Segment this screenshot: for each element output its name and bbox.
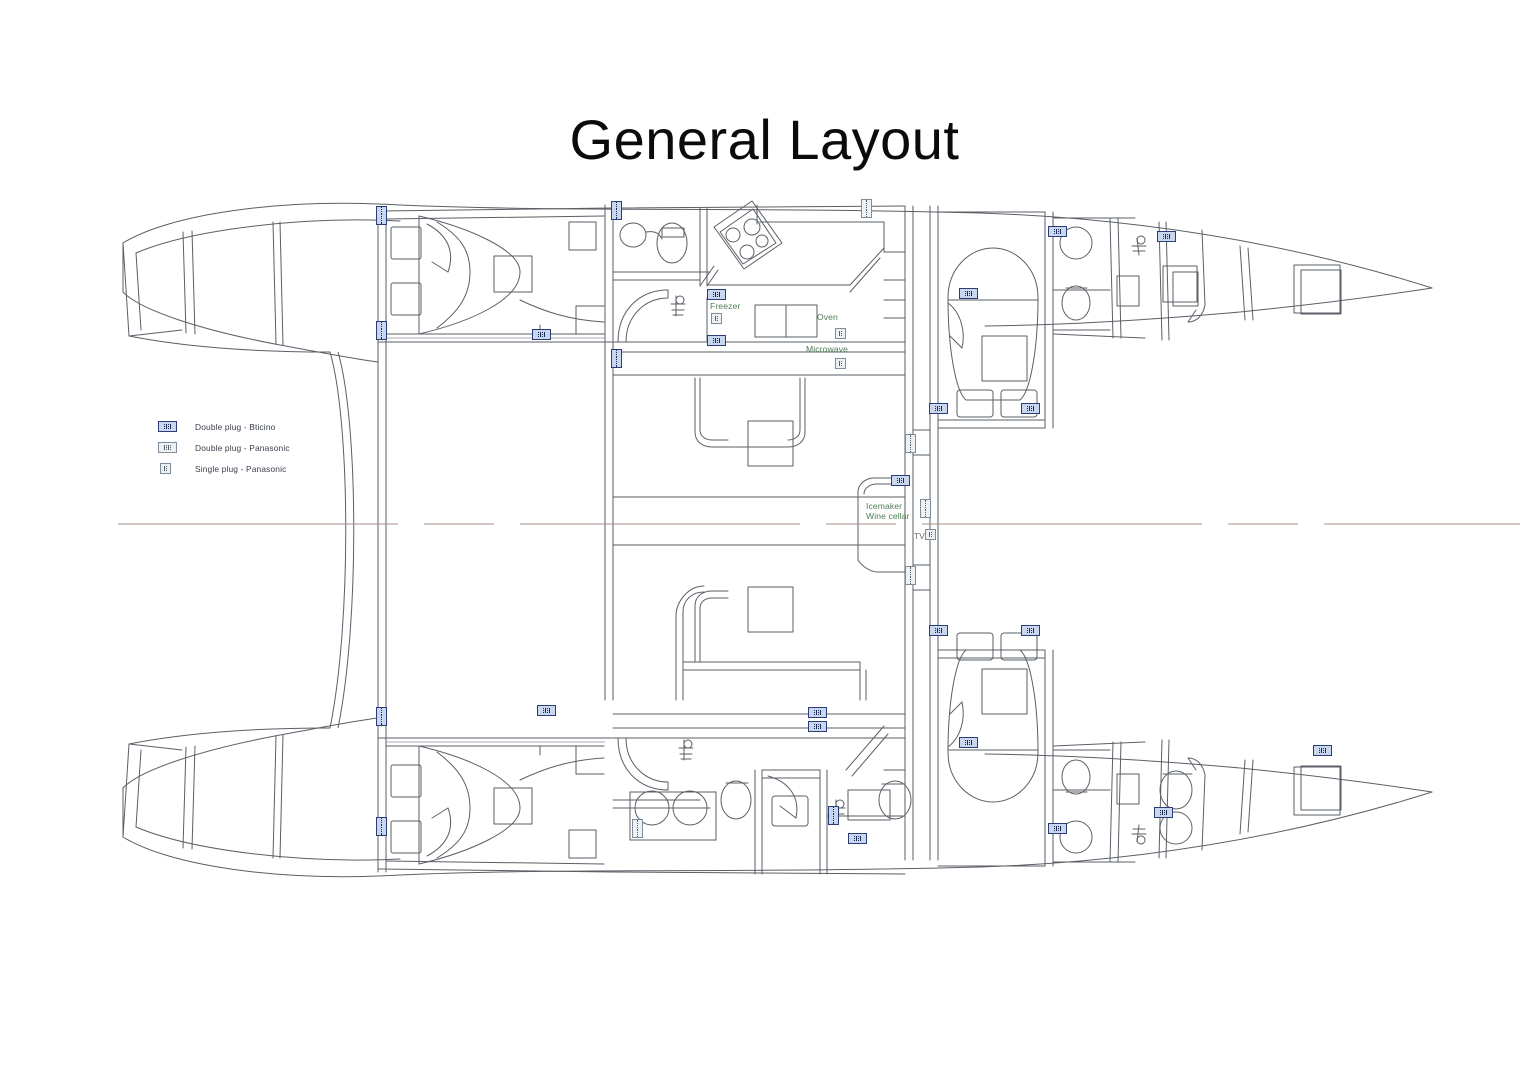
double-plug-bticino-icon <box>158 421 177 432</box>
plug-low-port-b <box>375 706 387 726</box>
microwave-label: Microwave <box>806 344 848 354</box>
plug-low-port-a <box>536 704 556 716</box>
plug-corridor-v2 <box>904 565 916 585</box>
plug-fwd-port-c <box>531 328 551 340</box>
icemaker-label: Icemaker <box>866 501 903 511</box>
single-plug-panasonic-icon <box>158 463 177 474</box>
plug-freezer-bot <box>706 334 726 346</box>
plug-tv-single <box>924 528 936 540</box>
legend-label-double-panasonic: Double plug - Panasonic <box>195 442 290 453</box>
plug-low-head-a <box>631 818 643 838</box>
bridgedeck-curves <box>329 351 387 729</box>
plug-icemaker-side <box>919 498 931 518</box>
plug-low-stbd-a <box>1047 822 1067 834</box>
legend-item-double-bticino: Double plug - Bticino <box>158 418 388 435</box>
plug-oven-single <box>834 327 846 339</box>
plug-saloon-top <box>860 198 872 218</box>
plug-low-saloon-a <box>807 706 827 718</box>
legend: Double plug - Bticino Double plug - Pana… <box>158 418 388 481</box>
legend-label-single-panasonic: Single plug - Panasonic <box>195 463 287 474</box>
plug-fwd-port-a <box>375 205 387 225</box>
plug-master2-r <box>1020 624 1040 636</box>
double-plug-panasonic-icon <box>158 442 177 453</box>
plug-master-hd <box>958 287 978 299</box>
plug-galley-b <box>610 348 622 368</box>
plug-fwd-port-b <box>375 320 387 340</box>
plug-low-saloon-b <box>807 720 827 732</box>
plug-master2-l <box>928 624 948 636</box>
plug-low-head-b <box>827 805 839 825</box>
plug-low-stbd-c <box>1312 744 1332 756</box>
wine-cellar-label: Wine cellar <box>866 511 910 521</box>
plug-freezer-single <box>710 312 722 324</box>
interior-centre-bands <box>386 337 605 743</box>
plug-stbd-cabin-a <box>1156 230 1176 242</box>
plug-icemaker-top <box>890 474 910 486</box>
plug-low-head-c <box>847 832 867 844</box>
plug-microwave-single <box>834 357 846 369</box>
plug-master2-hd <box>958 736 978 748</box>
legend-item-single-panasonic: Single plug - Panasonic <box>158 460 388 477</box>
plug-galley-a <box>610 200 622 220</box>
plug-low-port-c <box>375 816 387 836</box>
tv-label: TV <box>913 531 925 541</box>
legend-item-double-panasonic: Double plug - Panasonic <box>158 439 388 456</box>
plug-master-r <box>1020 402 1040 414</box>
legend-label-double-bticino: Double plug - Bticino <box>195 421 276 432</box>
plug-low-stbd-b <box>1153 806 1173 818</box>
plug-master-l <box>928 402 948 414</box>
oven-label: Oven <box>817 312 838 322</box>
plug-stbd-head-a <box>1047 225 1067 237</box>
page-title: General Layout <box>569 108 960 171</box>
plug-corridor-v1 <box>904 433 916 453</box>
plug-freezer-top <box>706 288 726 300</box>
freezer-label: Freezer <box>710 301 741 311</box>
hull-outlines <box>122 200 1433 878</box>
